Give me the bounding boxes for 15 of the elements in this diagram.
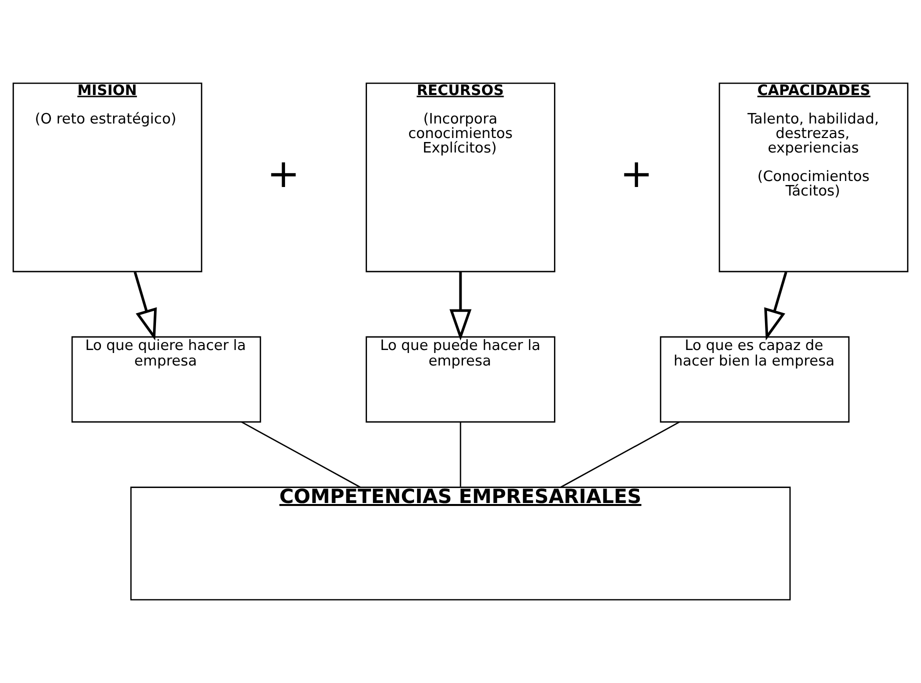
node-box: Lo que puede hacer la empresa [366, 336, 556, 423]
arrow [450, 272, 472, 341]
label: + [620, 152, 653, 198]
connector [241, 422, 361, 488]
node-box: CAPACIDADES Talento, habilidad, destrezas, experiencias (Conocimientos Tácitos) [718, 82, 908, 272]
arrow [134, 272, 157, 340]
node-box: COMPETENCIAS EMPRESARIALES [130, 486, 791, 600]
arrow [764, 272, 788, 340]
node-box: Lo que quiere hacer la empresa [71, 336, 262, 423]
connector [460, 422, 462, 487]
label: + [266, 152, 300, 198]
node-box: MISION (O reto estratégico) [12, 82, 202, 272]
node-box: RECURSOS (Incorpora conocimientos Explícitos) [366, 82, 556, 272]
node-box: Lo que es capaz de hacer bien la empresa [660, 336, 850, 423]
connector [560, 422, 680, 488]
